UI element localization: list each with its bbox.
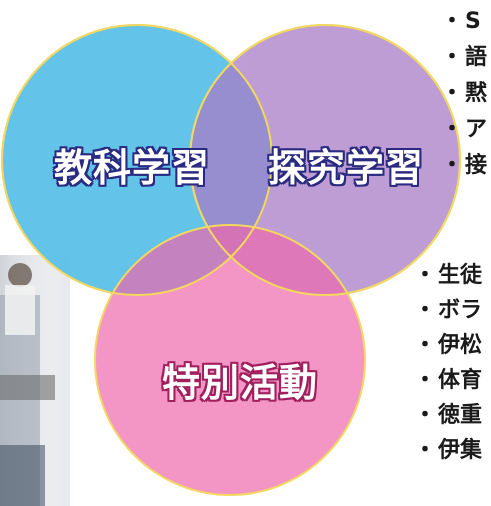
tankyu-activity-list: S 語 黙 ア 接: [441, 4, 487, 184]
tokubetsu-item: 伊松: [414, 328, 482, 363]
tankyu-item: S: [441, 4, 487, 40]
tokubetsu-item: 生徒: [414, 258, 482, 293]
tankyu-item: ア: [441, 112, 487, 148]
classroom-photo: [0, 255, 70, 506]
tankyu-item: 黙: [441, 76, 487, 112]
tokubetsu-item: 伊集: [414, 433, 482, 468]
tankyu-item: 語: [441, 40, 487, 76]
tokubetsu-item: 徳重: [414, 398, 482, 433]
label-tankyu-gakushu: 探究学習: [268, 146, 425, 190]
label-kyoka-gakushu: 教科学習: [54, 146, 211, 190]
tokubetsu-item: ボラ: [414, 293, 482, 328]
tokubetsu-activity-list: 生徒 ボラ 伊松 体育 徳重 伊集: [414, 258, 482, 468]
label-tokubetsu-katsudo: 特別活動: [162, 361, 319, 405]
tankyu-item: 接: [441, 148, 487, 184]
tokubetsu-item: 体育: [414, 363, 482, 398]
